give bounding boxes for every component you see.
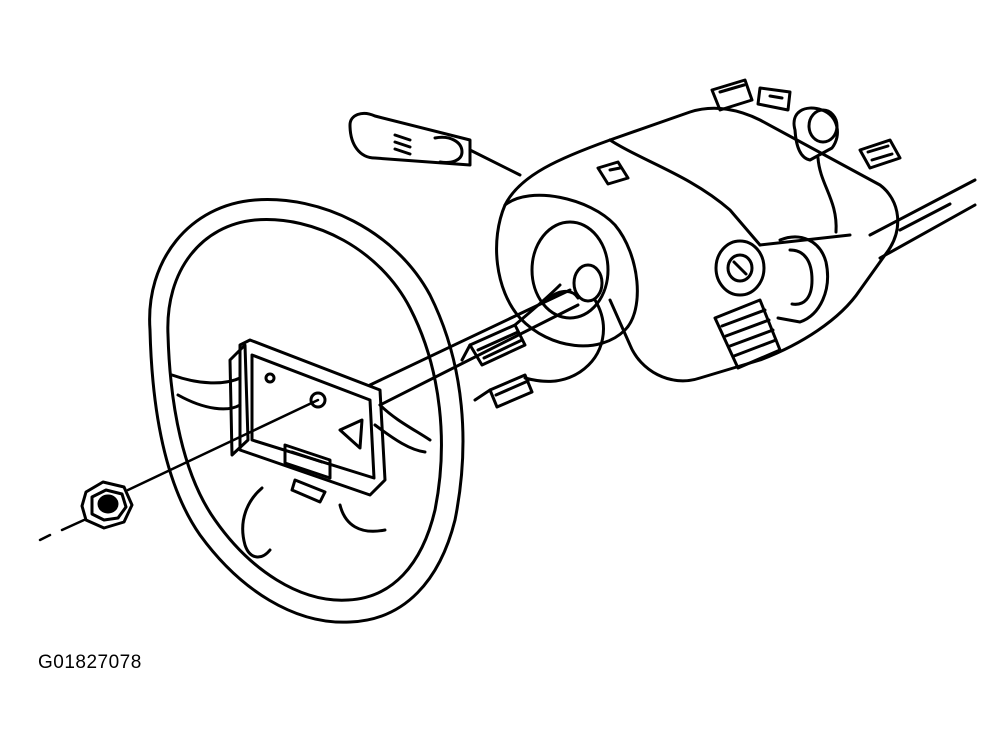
steering-wheel-nut (80, 480, 134, 530)
steering-wheel-rim (148, 198, 465, 624)
ignition-lock-cylinder (714, 239, 766, 297)
steering-shaft (368, 288, 580, 407)
turn-signal-lever (348, 111, 522, 177)
steering-wheel-hub (228, 338, 387, 504)
column-top-switches (710, 78, 902, 234)
steering-column-housing (495, 106, 977, 383)
assembly-axis-line (38, 398, 320, 542)
figure-code-label: G01827078 (38, 652, 142, 673)
